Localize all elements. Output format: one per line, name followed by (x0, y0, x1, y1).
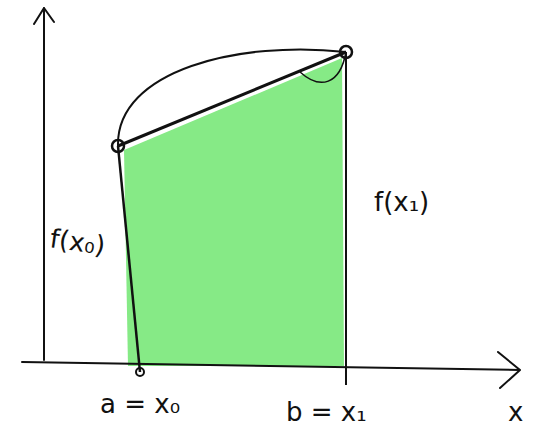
axis-label: x (508, 398, 523, 427)
secant-line (118, 52, 346, 146)
axis-label: a = x₀ (100, 390, 180, 419)
point (340, 46, 352, 58)
axis-label: f(x₀) (48, 224, 107, 260)
left-ordinate (118, 146, 140, 372)
function-curve (118, 49, 346, 146)
y-axis (34, 8, 54, 360)
axis-label: b = x₁ (286, 398, 367, 427)
axis-label: f(x₁) (374, 188, 429, 217)
right-ordinate (345, 52, 347, 385)
point (136, 368, 144, 376)
point (112, 140, 124, 152)
x-axis (22, 352, 520, 388)
trapezoid-area (124, 58, 344, 366)
function-curve (300, 52, 346, 82)
